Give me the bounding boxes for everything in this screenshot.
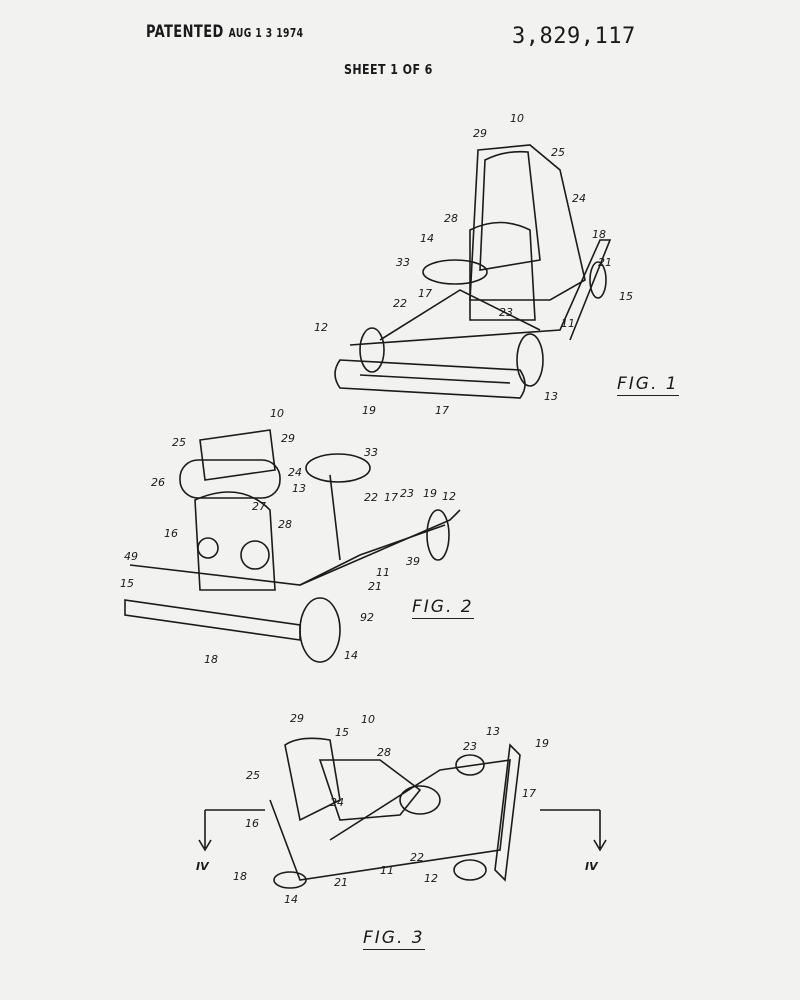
ref-numeral: 23 [463,740,477,753]
ref-numeral: 15 [619,290,633,303]
ref-numeral: 19 [362,404,376,417]
fig1-label: FIG. 1 [617,374,679,396]
ref-numeral: 15 [120,577,134,590]
ref-numeral: 25 [172,436,186,449]
ref-numeral: 15 [335,726,349,739]
ref-numeral: 33 [396,256,410,269]
ref-numeral: 21 [334,876,348,889]
ref-numeral: 14 [420,232,434,245]
ref-numeral: 19 [535,737,549,750]
ref-numeral: 16 [164,527,178,540]
ref-numeral: 39 [406,555,420,568]
ref-numeral: 12 [314,321,328,334]
fig3-go-kart-drawing [198,737,607,889]
ref-numeral: 28 [444,212,458,225]
ref-numeral: 25 [246,769,260,782]
ref-numeral: 24 [572,192,586,205]
ref-numeral: 24 [288,466,302,479]
ref-numeral: 25 [551,146,565,159]
fig1-go-kart-drawing [334,144,612,399]
ref-numeral: 28 [377,746,391,759]
ref-numeral: 11 [561,317,575,330]
ref-numeral: 11 [380,864,394,877]
ref-numeral: 29 [290,712,304,725]
ref-numeral: 92 [360,611,374,624]
ref-numeral: 18 [233,870,247,883]
ref-numeral: 11 [376,566,390,579]
section-marker: IV [196,860,209,873]
ref-numeral: 22 [364,491,378,504]
ref-numeral: 17 [418,287,432,300]
ref-numeral: 22 [410,851,424,864]
ref-numeral: 28 [278,518,292,531]
ref-numeral: 22 [393,297,407,310]
ref-numeral: 33 [364,446,378,459]
ref-numeral: 10 [510,112,524,125]
section-marker: IV [585,860,598,873]
patent-date: AUG 1 3 1974 [228,26,304,40]
ref-numeral: 10 [270,407,284,420]
ref-numeral: 29 [473,127,487,140]
ref-numeral: 17 [384,491,398,504]
sheet-number: SHEET 1 OF 6 [344,63,433,78]
ref-numeral: 29 [281,432,295,445]
ref-numeral: 12 [424,872,438,885]
patent-number: 3,829,117 [512,24,636,49]
ref-numeral: 19 [423,487,437,500]
ref-numeral: 13 [544,390,558,403]
ref-numeral: 21 [598,256,612,269]
ref-numeral: 18 [204,653,218,666]
fig2-go-kart-drawing [124,429,461,663]
ref-numeral: 27 [252,500,266,513]
ref-numeral: 23 [400,487,414,500]
ref-numeral: 17 [522,787,536,800]
ref-numeral: 13 [292,482,306,495]
patented-date: PATENTED AUG 1 3 1974 [146,22,303,42]
ref-numeral: 21 [368,580,382,593]
ref-numeral: 18 [592,228,606,241]
ref-numeral: 24 [330,796,344,809]
ref-numeral: 13 [486,725,500,738]
ref-numeral: 17 [435,404,449,417]
ref-numeral: 49 [124,550,138,563]
ref-numeral: 12 [442,490,456,503]
ref-numeral: 26 [151,476,165,489]
fig2-label: FIG. 2 [412,597,474,619]
fig3-label: FIG. 3 [363,928,425,950]
ref-numeral: 10 [361,713,375,726]
ref-numeral: 14 [284,893,298,906]
patented-label: PATENTED [146,22,224,42]
ref-numeral: 16 [245,817,259,830]
ref-numeral: 23 [499,306,513,319]
ref-numeral: 14 [344,649,358,662]
